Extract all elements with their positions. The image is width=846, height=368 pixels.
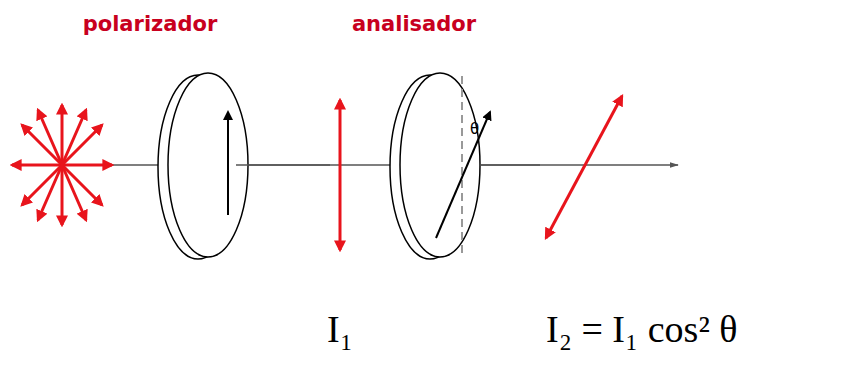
analyzer-disc: [390, 73, 490, 259]
analyzed-light: [546, 96, 622, 238]
part-name: analisador: [352, 14, 476, 35]
polarized-light: [339, 100, 342, 250]
optical-axis: [236, 164, 330, 166]
malus-law: I₂ = I₁ cos² θ: [546, 310, 737, 348]
polarizer-disc: [158, 73, 248, 259]
unpolarized-light: [12, 105, 112, 225]
angle-symbol: θ: [470, 122, 479, 137]
part-name: polarizador: [83, 14, 218, 35]
optical-axis: [480, 164, 540, 166]
intensity-label: I₁: [327, 310, 353, 348]
